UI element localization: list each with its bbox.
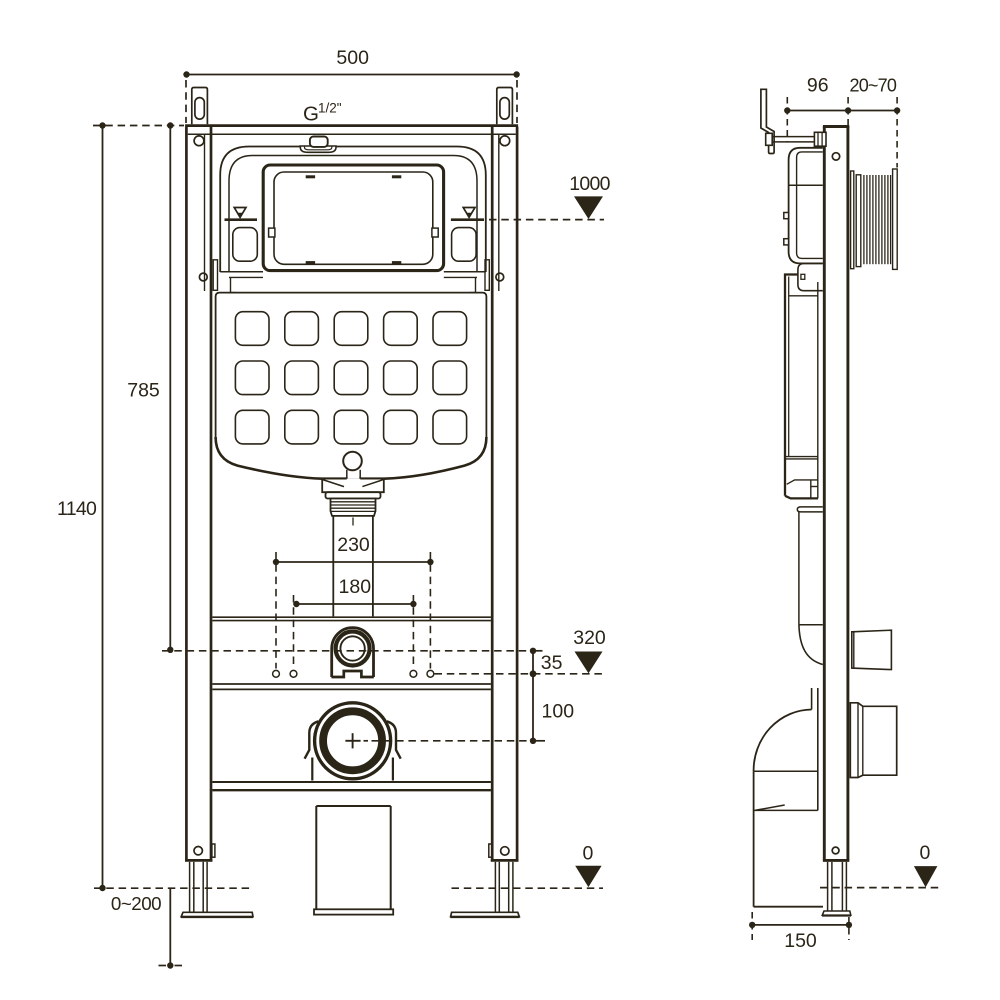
svg-text:1000: 1000	[569, 173, 610, 195]
svg-text:500: 500	[336, 47, 369, 69]
svg-text:180: 180	[339, 576, 372, 598]
svg-text:0: 0	[919, 842, 930, 864]
svg-text:96: 96	[807, 75, 829, 97]
svg-text:1140: 1140	[57, 498, 97, 520]
svg-text:785: 785	[127, 380, 160, 402]
svg-text:0~200: 0~200	[111, 893, 161, 914]
svg-text:320: 320	[573, 627, 606, 649]
svg-text:150: 150	[784, 930, 817, 952]
svg-text:G: G	[303, 103, 319, 126]
svg-text:0: 0	[582, 843, 593, 865]
svg-text:100: 100	[542, 701, 575, 723]
svg-text:20~70: 20~70	[850, 76, 897, 96]
svg-text:230: 230	[337, 534, 370, 556]
svg-text:35: 35	[541, 652, 563, 674]
svg-text:1/2": 1/2"	[318, 101, 342, 116]
